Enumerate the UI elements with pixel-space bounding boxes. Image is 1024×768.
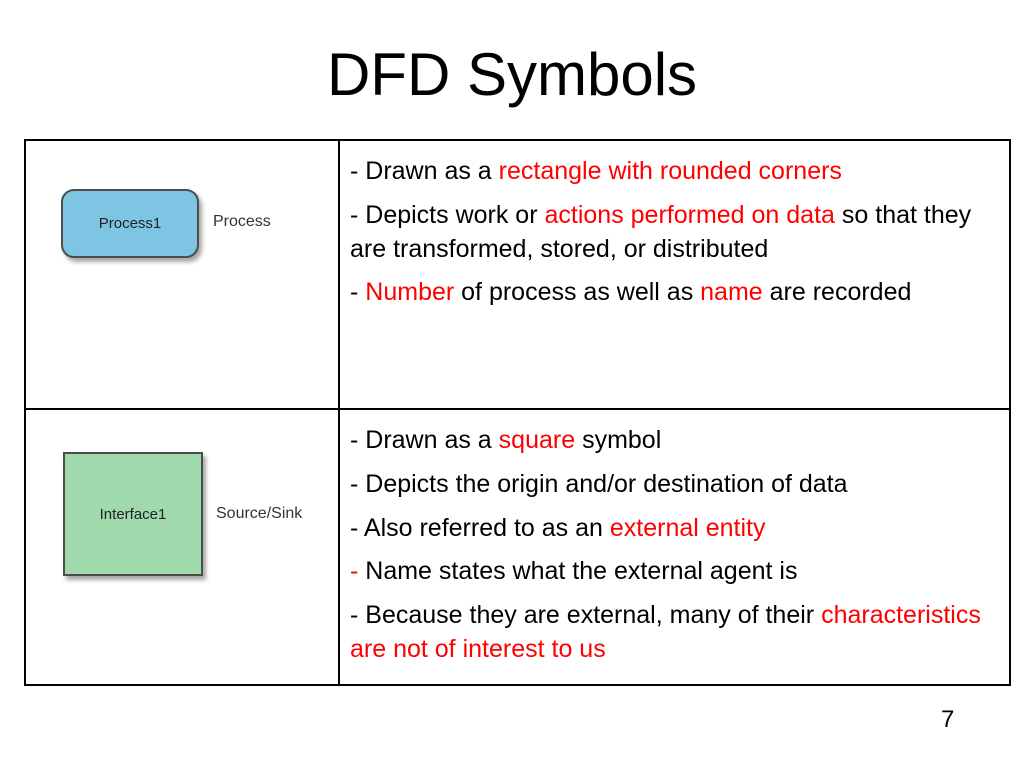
table-row-interface: Interface1 Source/Sink - Drawn as a squa… (24, 408, 1011, 686)
bullet-text: of process as well as (454, 278, 701, 307)
process-description-cell: - Drawn as a rectangle with rounded corn… (338, 139, 1011, 410)
interface-bullet-4: - Name states what the external agent is (350, 555, 999, 589)
process-shape-label: Process1 (98, 215, 162, 232)
bullet-highlight: - (350, 557, 359, 586)
interface-symbol-shape: Interface1 (63, 452, 203, 576)
process-bullet-1: - Drawn as a rectangle with rounded corn… (350, 155, 999, 189)
bullet-highlight: actions performed on data (544, 200, 835, 229)
page-number: 7 (941, 706, 955, 733)
process-symbol-shape: Process1 (61, 189, 199, 258)
bullet-highlight: rectangle with rounded corners (498, 157, 842, 185)
bullet-text: Name states what the external agent is (358, 557, 798, 586)
interface-description-cell: - Drawn as a square symbol - Depicts the… (338, 408, 1011, 686)
bullet-text: - Depicts work or (350, 200, 545, 229)
bullet-text: so that they are transformed, stored, or… (350, 200, 972, 263)
dfd-symbols-table: Process1 Process - Drawn as a rectangle … (24, 139, 1011, 686)
bullet-text: - Also referred to as an (350, 513, 610, 542)
interface-symbol-cell: Interface1 Source/Sink (24, 408, 340, 686)
bullet-text: are recorded (762, 278, 912, 307)
bullet-highlight: square (498, 426, 576, 454)
bullet-text: symbol (575, 426, 662, 454)
interface-bullet-1: - Drawn as a square symbol (350, 424, 999, 458)
bullet-highlight: external entity (609, 513, 766, 542)
bullet-text: - Drawn as a (350, 157, 499, 185)
interface-bullet-3: - Also referred to as an external entity (350, 512, 999, 546)
bullet-highlight: name (700, 278, 763, 307)
slide-title: DFD Symbols (326, 41, 698, 108)
interface-caption: Source/Sink (216, 505, 303, 522)
bullet-text: - Depicts the origin and/or destination … (350, 469, 848, 498)
bullet-highlight: Number (365, 278, 455, 307)
process-symbol-cell: Process1 Process (24, 139, 340, 410)
bullet-text: - Drawn as a (350, 426, 499, 454)
process-bullet-2: - Depicts work or actions performed on d… (350, 199, 999, 267)
bullet-text: - (350, 278, 366, 307)
bullet-text: - Because they are external, many of the… (350, 601, 822, 629)
interface-shape-label: Interface1 (99, 505, 167, 523)
table-row-process: Process1 Process - Drawn as a rectangle … (24, 139, 1011, 410)
bullet-highlight: characteristics are not of interest to u… (350, 601, 981, 663)
interface-bullet-2: - Depicts the origin and/or destination … (350, 468, 999, 502)
process-bullet-3: - Number of process as well as name are … (350, 276, 999, 310)
interface-bullet-5: - Because they are external, many of the… (350, 599, 999, 667)
process-caption: Process (213, 213, 271, 230)
